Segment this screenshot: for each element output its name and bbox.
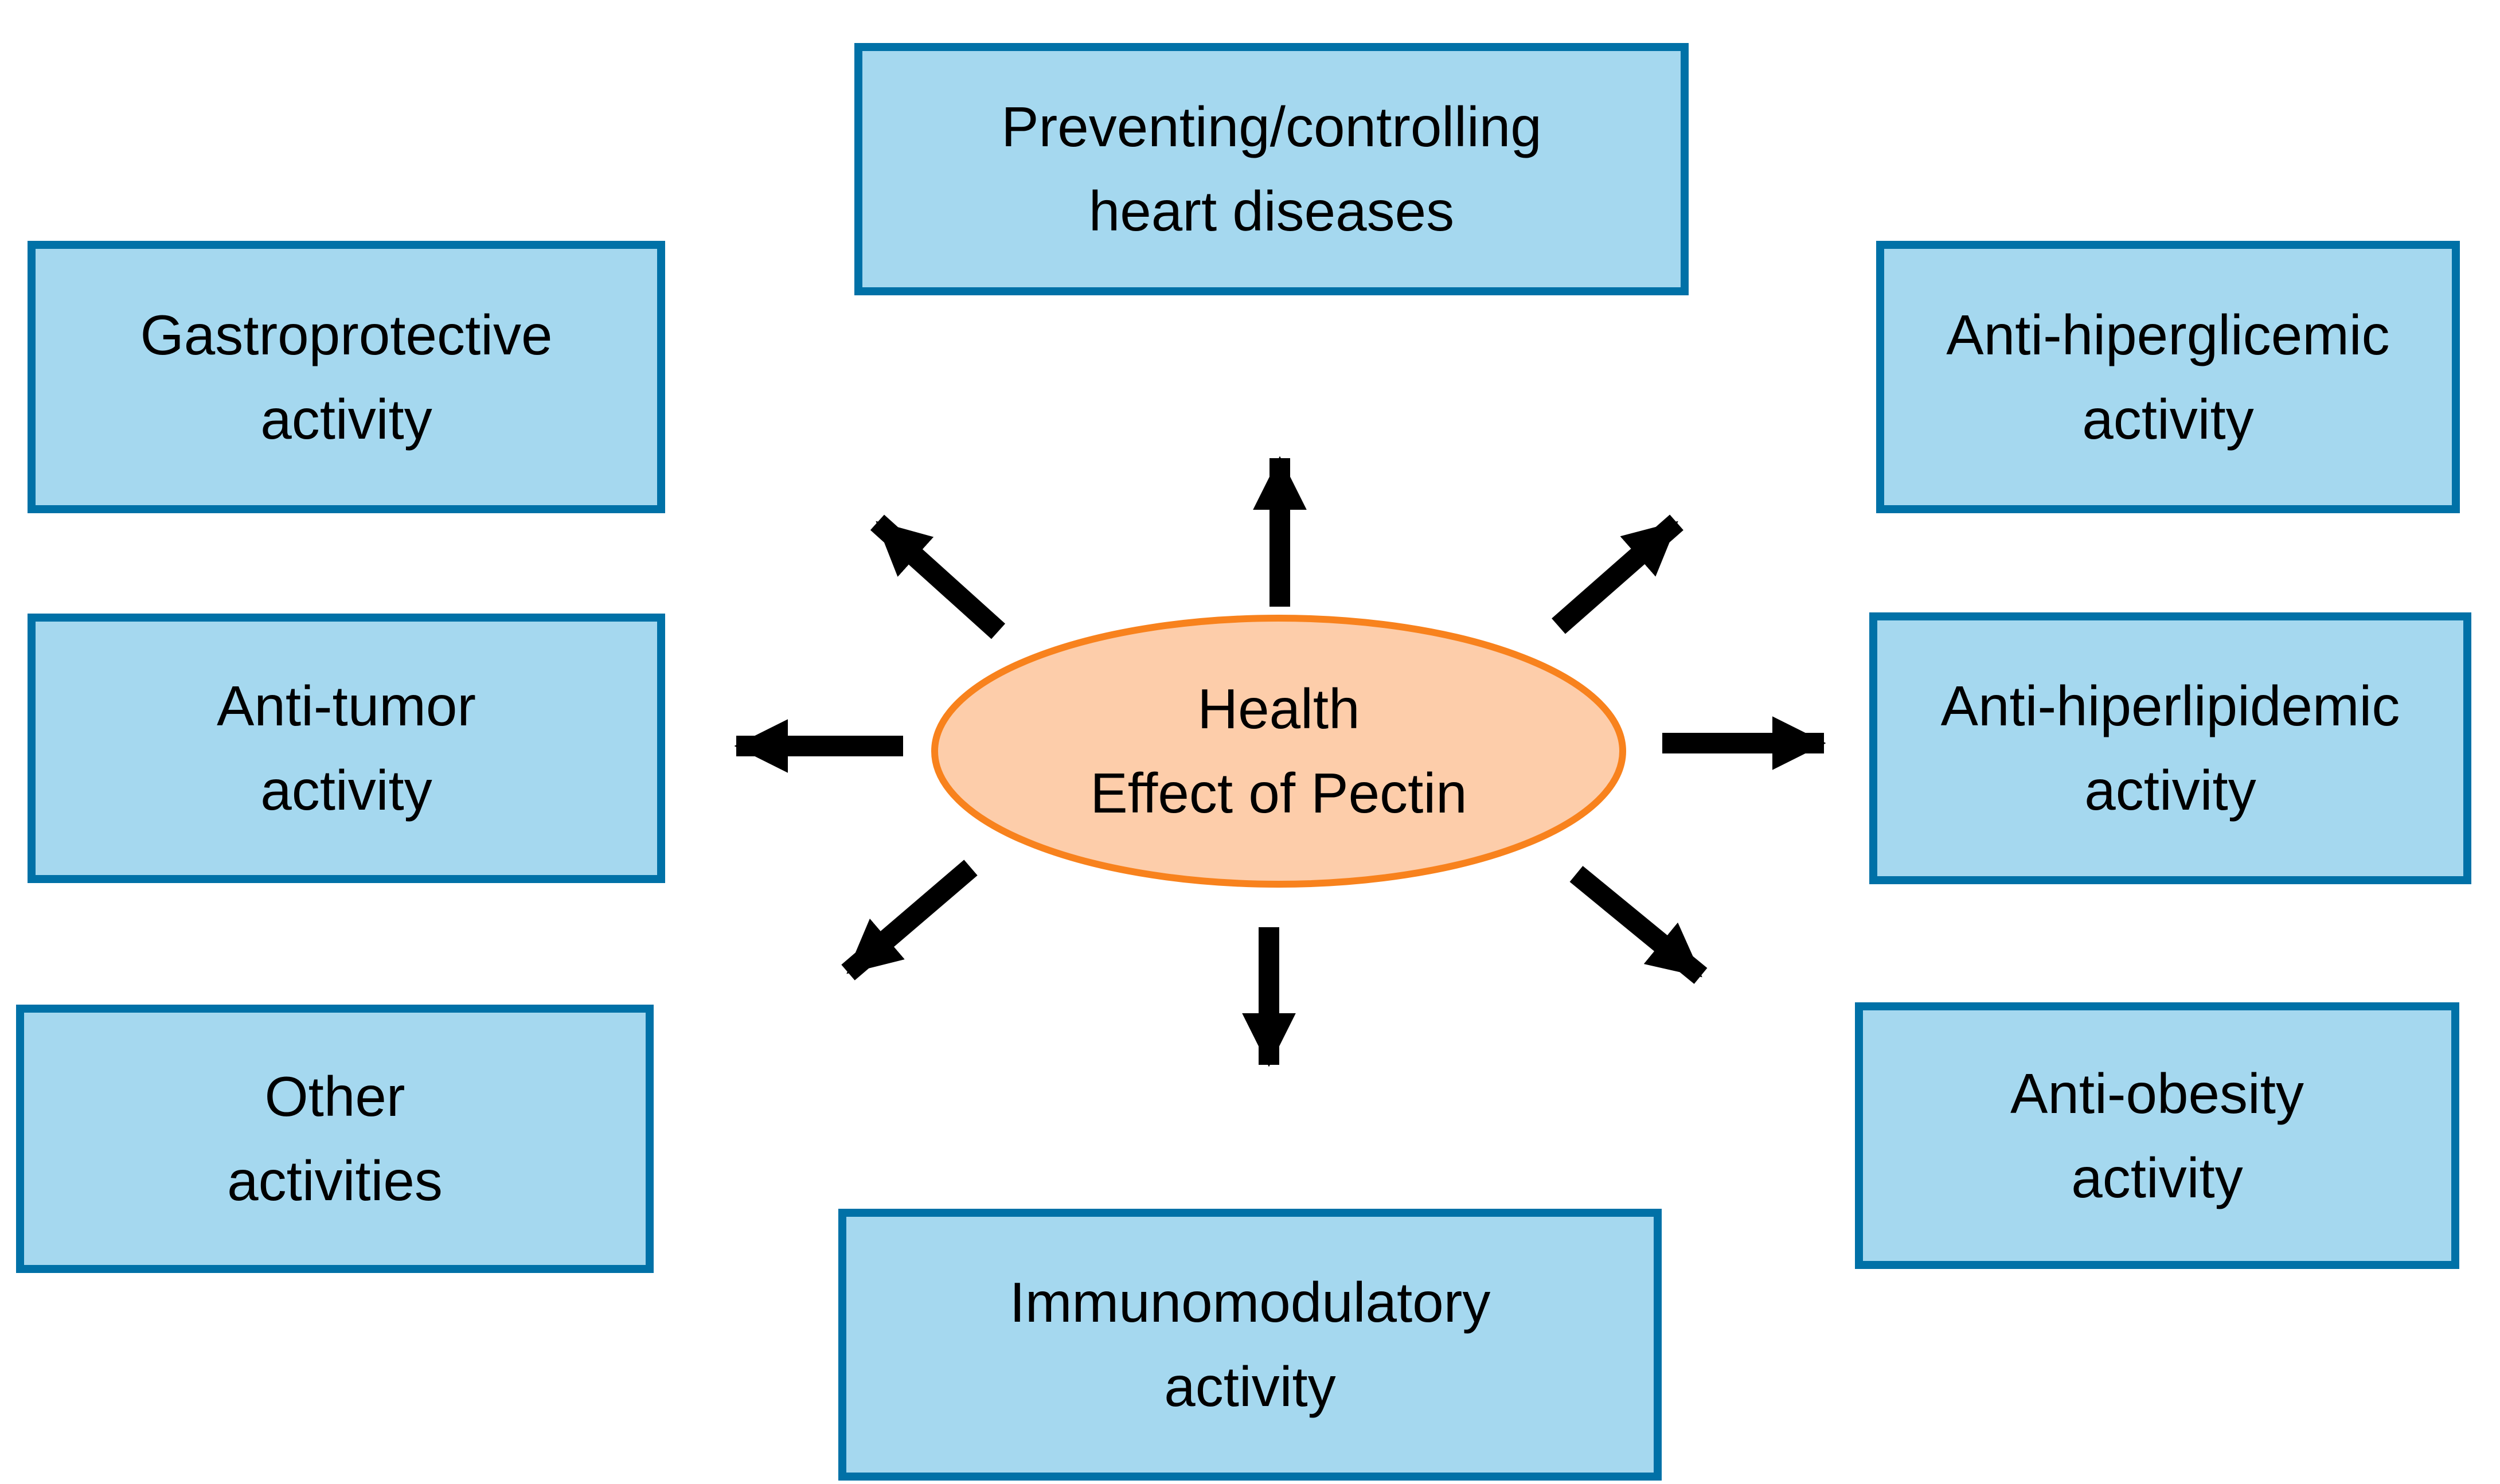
box-other-activities: Other activities xyxy=(16,1005,654,1273)
box-heart-diseases: Preventing/controlling heart diseases xyxy=(854,43,1689,295)
arrow-down-right-icon xyxy=(1569,866,1708,984)
box-gastroprotective: Gastroprotective activity xyxy=(28,241,665,513)
box-label-line: Anti-hiperglicemic xyxy=(1946,303,2390,366)
box-label-line: activity xyxy=(2084,759,2256,822)
center-label-line: Effect of Pectin xyxy=(1090,761,1467,825)
arrow-down-left-icon xyxy=(841,860,978,981)
box-label-line: activity xyxy=(2082,387,2254,451)
box-label-line: Immunomodulatory xyxy=(1009,1271,1491,1334)
box-label-line: Anti-obesity xyxy=(2010,1061,2304,1125)
box-label-line: activity xyxy=(1164,1355,1336,1418)
arrow-up-right-icon xyxy=(1552,514,1683,634)
box-immunomodulatory: Immunomodulatory activity xyxy=(838,1209,1662,1481)
box-label-line: Anti-hiperlipidemic xyxy=(1940,674,2400,737)
box-label-line: Anti-tumor xyxy=(216,674,476,737)
box-label-line: Gastroprotective xyxy=(140,303,553,366)
box-anti-hiperglicemic: Anti-hiperglicemic activity xyxy=(1876,241,2460,513)
box-label-line: Other xyxy=(264,1065,405,1128)
box-anti-hiperlipidemic: Anti-hiperlipidemic activity xyxy=(1869,612,2471,884)
box-anti-obesity: Anti-obesity activity xyxy=(1855,1002,2459,1269)
box-label-line: activity xyxy=(2071,1146,2243,1209)
box-label-line: Preventing/controlling xyxy=(1001,95,1542,158)
arrow-up-left-icon xyxy=(870,514,1006,639)
box-label-line: activity xyxy=(260,759,432,822)
box-label-line: activities xyxy=(227,1149,443,1212)
box-anti-tumor: Anti-tumor activity xyxy=(28,614,665,883)
center-label: Health Effect of Pectin xyxy=(935,631,1623,872)
center-ellipse xyxy=(931,615,1626,888)
center-label-line: Health xyxy=(1197,677,1360,740)
box-label-line: activity xyxy=(260,387,432,451)
box-label-line: heart diseases xyxy=(1088,179,1455,243)
